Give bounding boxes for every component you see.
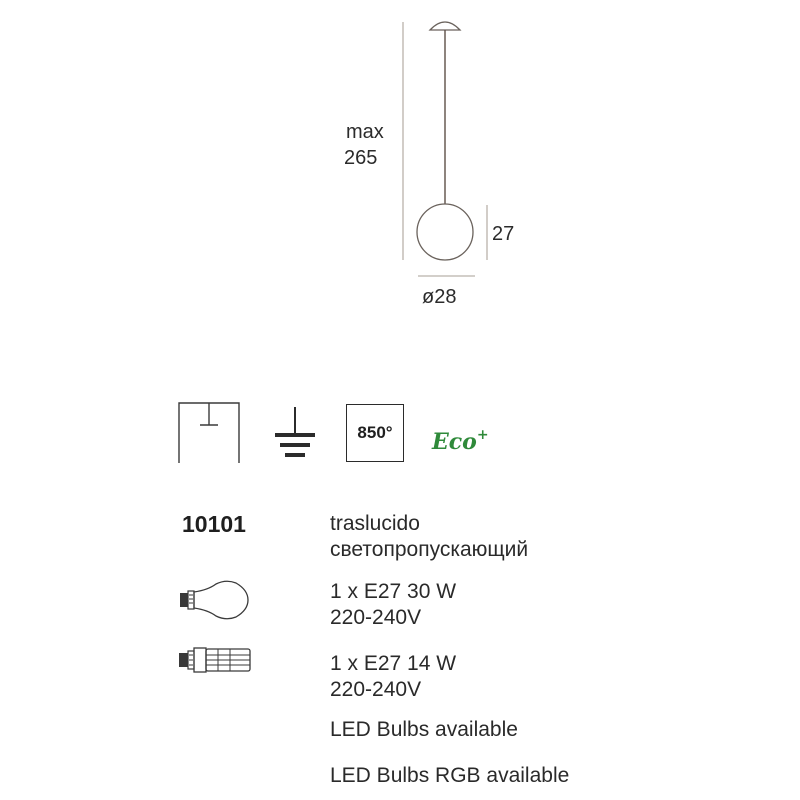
- fluorescent-bulb-icon: [179, 647, 251, 673]
- globe-diameter-label: ø28: [422, 286, 457, 308]
- globe-height-label: 27: [492, 223, 515, 245]
- pendant-lamp-drawing: [416, 21, 474, 261]
- finish-italian: traslucido: [330, 512, 420, 535]
- glow-wire-850-icon: 850°: [346, 404, 404, 462]
- globe-height-dimension: [418, 205, 488, 277]
- led-bulbs-note: LED Bulbs available: [330, 718, 518, 741]
- ceiling-mount-icon: [178, 402, 240, 463]
- ceiling-canopy: [428, 21, 462, 31]
- eco-logo-text: Eco: [432, 429, 477, 455]
- product-code: 10101: [182, 511, 246, 537]
- bulb1-spec-line2: 220-240V: [330, 606, 422, 629]
- bulb2-spec-line1: 1 x E27 14 W: [330, 652, 457, 675]
- glow-wire-label: 850°: [357, 423, 393, 442]
- height-label-value: 265: [344, 147, 378, 169]
- eco-logo-plus: +: [476, 426, 489, 443]
- height-dimension-line: [402, 22, 404, 260]
- bulb2-spec-line2: 220-240V: [330, 678, 422, 701]
- led-rgb-bulbs-note: LED Bulbs RGB available: [330, 764, 570, 787]
- eco-plus-logo: Eco+: [432, 426, 489, 455]
- globe-shade: [416, 203, 474, 261]
- height-label-max: max: [346, 121, 384, 143]
- earth-ground-icon: [275, 407, 315, 457]
- bulb1-spec-line1: 1 x E27 30 W: [330, 580, 457, 603]
- finish-russian: светопропускающий: [330, 538, 529, 561]
- incandescent-bulb-icon: [180, 580, 249, 620]
